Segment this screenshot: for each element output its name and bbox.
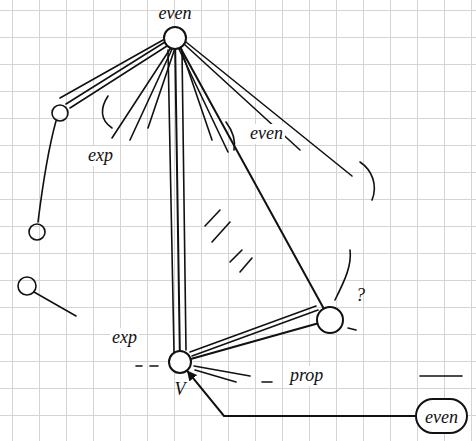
note-label: even bbox=[248, 124, 285, 144]
right-circle: ? bbox=[316, 306, 344, 334]
note-label: exp bbox=[110, 328, 139, 348]
ink-line bbox=[148, 48, 175, 128]
ink-circle bbox=[52, 105, 68, 121]
dash bbox=[136, 365, 142, 367]
bottom-circle: V bbox=[168, 350, 192, 374]
ink-line bbox=[178, 47, 228, 152]
ink-line bbox=[34, 292, 76, 316]
connector bbox=[192, 324, 317, 359]
connector bbox=[181, 49, 323, 308]
dash bbox=[262, 381, 272, 383]
ink-line bbox=[192, 310, 318, 356]
hatch-mark bbox=[230, 250, 242, 262]
ink-line bbox=[112, 46, 172, 138]
ink-line bbox=[38, 121, 56, 222]
rounded-box: even bbox=[415, 398, 468, 434]
ink-line bbox=[60, 40, 163, 98]
top-circle: even bbox=[163, 26, 187, 50]
node-label: even bbox=[425, 408, 458, 428]
note-label: exp bbox=[86, 146, 115, 166]
node-label: V bbox=[175, 380, 186, 400]
brace bbox=[102, 96, 112, 128]
ink-line bbox=[194, 366, 250, 376]
hatch-mark bbox=[212, 222, 230, 242]
ink-circle bbox=[29, 224, 45, 240]
node-label: ? bbox=[356, 286, 365, 306]
connector bbox=[175, 50, 180, 350]
ink-line bbox=[130, 47, 173, 140]
hatch-mark bbox=[205, 210, 220, 226]
dash bbox=[150, 365, 158, 367]
ink-line bbox=[168, 50, 174, 352]
dash bbox=[348, 328, 356, 330]
ink-line bbox=[186, 42, 352, 176]
ink-line bbox=[335, 250, 350, 300]
hatch-mark bbox=[240, 258, 252, 272]
ink-line bbox=[184, 44, 300, 150]
node-label: even bbox=[159, 4, 192, 24]
note-label: prop bbox=[288, 366, 325, 386]
underline bbox=[420, 375, 462, 377]
brace bbox=[360, 162, 374, 200]
ink-line bbox=[195, 370, 236, 382]
ink-line bbox=[182, 50, 186, 350]
